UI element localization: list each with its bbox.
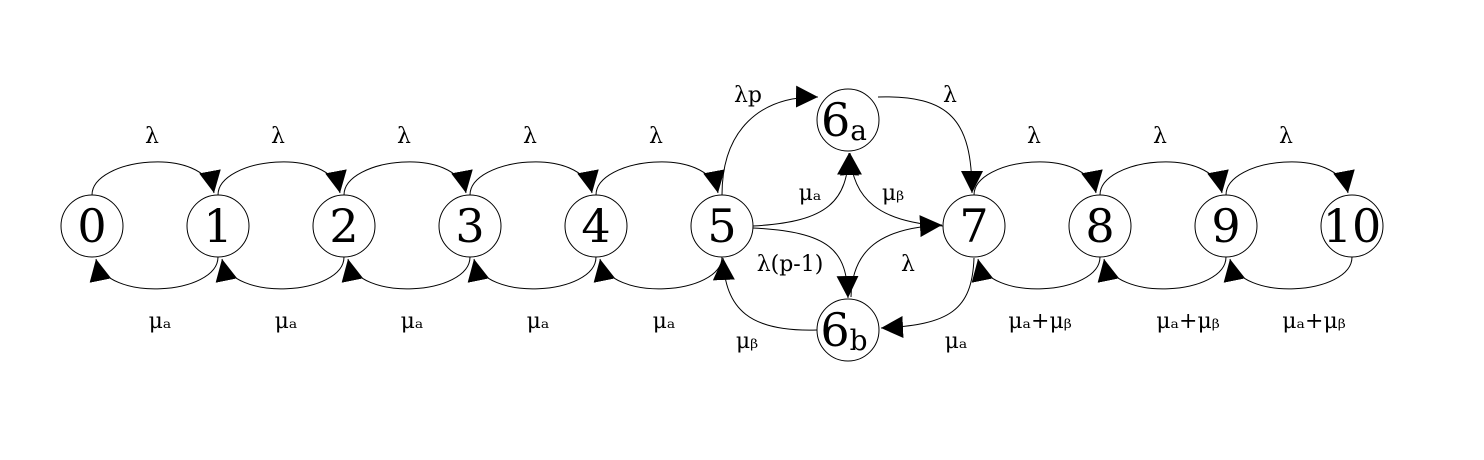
- state-label: 7: [959, 199, 988, 253]
- state-label: 0: [77, 199, 106, 253]
- state-node-s7: [942, 194, 1006, 258]
- transition-rate-label: λ: [1027, 124, 1041, 149]
- transition-s6a-s7-edge: [877, 96, 983, 194]
- transition-s5-s6b-edge: [752, 227, 859, 299]
- transition-s7-s6b-edge: [880, 257, 975, 339]
- transition-s7-s8-edge: [973, 161, 1103, 196]
- state-node-s6a: [816, 88, 880, 152]
- transition-edges: [89, 85, 1355, 339]
- state-node-s5: [690, 194, 754, 258]
- state-label: 6a: [821, 93, 867, 147]
- state-label: 10: [1323, 199, 1382, 253]
- transition-rate-label: μₐ: [275, 309, 298, 334]
- transition-rate-label: μₐ: [945, 329, 968, 354]
- transition-rate-label: λ: [271, 124, 285, 149]
- transition-s8-s7-edge: [971, 256, 1101, 290]
- state-label: 8: [1085, 199, 1114, 253]
- transition-rate-label: μₐ: [527, 309, 550, 334]
- transition-rate-label: μₐ: [653, 309, 676, 334]
- state-subscript-label: b: [850, 324, 868, 357]
- transition-rate-label: λ: [523, 124, 537, 149]
- transition-s0-s1-edge: [91, 161, 221, 196]
- state-label: 6b: [820, 303, 867, 357]
- state-label: 4: [581, 199, 610, 253]
- transition-rate-label: λ: [943, 83, 957, 108]
- state-main-label: 6: [820, 303, 849, 357]
- state-node-s4: [564, 194, 628, 258]
- state-node-s0: [60, 194, 124, 258]
- transition-rate-label: λ: [1279, 124, 1293, 149]
- transition-s6b-s5-edge: [712, 257, 818, 331]
- state-label: 3: [455, 199, 484, 253]
- rate-labels: λ λ λ λ λ μₐ μₐ μₐ μₐ μₐ λp λ μₐ μᵦ λ(p-1) λ μᵦ μₐ λ λ λ μₐ+μ…: [145, 83, 1346, 354]
- transition-rate-label: μᵦ: [736, 329, 758, 354]
- transition-s1-s2-edge: [217, 161, 347, 196]
- state-node-s1: [186, 194, 250, 258]
- state-node-s2: [312, 194, 376, 258]
- state-node-s10: [1320, 194, 1384, 258]
- transition-rate-label: μₐ+μᵦ: [1156, 309, 1220, 334]
- transition-rate-label: μₐ: [799, 181, 822, 206]
- state-node-s3: [438, 194, 502, 258]
- transition-rate-label: μₐ: [149, 309, 172, 334]
- transition-rate-label: μₐ+μᵦ: [1282, 309, 1346, 334]
- state-node-s8: [1068, 194, 1132, 258]
- transition-s4-s5-edge: [595, 161, 725, 196]
- transition-s2-s3-edge: [343, 161, 473, 196]
- transition-s10-s9-edge: [1223, 256, 1353, 290]
- state-node-s6b: [816, 298, 880, 362]
- transition-s2-s1-edge: [215, 256, 345, 290]
- transition-rate-label: λp: [734, 83, 762, 108]
- transition-s1-s0-edge: [89, 256, 219, 290]
- transition-rate-label: λ: [145, 124, 159, 149]
- transition-s3-s4-edge: [469, 161, 599, 196]
- state-main-label: 6: [821, 93, 850, 147]
- state-label: 9: [1211, 199, 1240, 253]
- transition-s6b-s7-edge: [850, 215, 943, 298]
- transition-s5-s4-edge: [593, 256, 723, 290]
- state-subscript-label: a: [850, 114, 867, 147]
- state-label: 5: [707, 199, 736, 253]
- state-label: 1: [203, 199, 232, 253]
- transition-s9-s8-edge: [1097, 256, 1227, 290]
- transition-rate-label: μₐ: [401, 309, 424, 334]
- transition-rate-label: μᵦ: [882, 181, 904, 206]
- transition-s9-s10-edge: [1225, 161, 1355, 196]
- transition-rate-label: λ: [1153, 124, 1167, 149]
- transition-s8-s9-edge: [1099, 161, 1229, 196]
- transition-rate-label: μₐ+μᵦ: [1008, 309, 1072, 334]
- transition-rate-label: λ: [901, 252, 915, 277]
- state-label: 2: [329, 199, 358, 253]
- transition-s3-s2-edge: [341, 256, 471, 290]
- transition-rate-label: λ: [649, 124, 663, 149]
- transition-rate-label: λ(p-1): [757, 252, 824, 277]
- state-node-s9: [1194, 194, 1258, 258]
- transition-s4-s3-edge: [467, 256, 597, 290]
- transition-s5-s6a-edge: [721, 85, 819, 196]
- transition-rate-label: λ: [397, 124, 411, 149]
